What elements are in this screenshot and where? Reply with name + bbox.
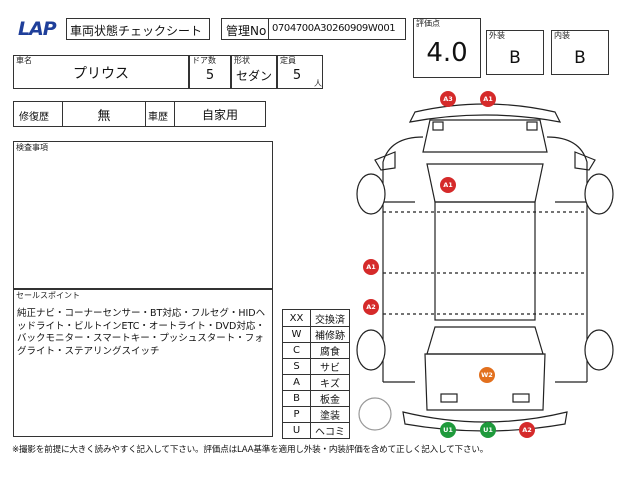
repair-value-box <box>62 101 146 127</box>
exterior-value: B <box>509 47 521 68</box>
inspection-label: 検査事項 <box>16 143 48 152</box>
capacity-label: 定員 <box>280 56 296 65</box>
legend-row: S サビ <box>283 358 349 374</box>
usage-value: 自家用 <box>201 107 238 122</box>
inspection-box <box>13 141 273 289</box>
capacity-value: 5 <box>292 67 302 83</box>
legend-desc: 腐食 <box>320 347 340 358</box>
rear-window <box>426 326 544 355</box>
sales-points-box <box>13 289 273 437</box>
legend-row: XX 交換済 <box>283 310 349 326</box>
rear-right-wheel <box>584 329 614 371</box>
legend-code: B <box>283 391 311 406</box>
front-grille <box>526 121 538 131</box>
vehicle-name: プリウス <box>73 66 129 82</box>
exterior-box <box>486 30 544 75</box>
damage-mark: A3 <box>440 91 456 107</box>
front-bumper-outline <box>408 103 562 123</box>
right-mirror <box>574 151 596 171</box>
control-label: 管理No <box>226 24 267 38</box>
control-number: 0704700A30260909W001 <box>272 23 396 34</box>
rear-lamp <box>440 393 458 403</box>
hood-outline <box>422 119 548 153</box>
legend-desc: 塗装 <box>320 411 340 422</box>
damage-mark: A2 <box>519 422 535 438</box>
trunk-outline <box>424 353 546 411</box>
control-number-box <box>268 18 406 40</box>
spare-tire <box>358 397 392 431</box>
legend-code: XX <box>283 310 311 326</box>
sales-points-label: セールスポイント <box>16 291 80 300</box>
doors-value: 5 <box>205 67 215 83</box>
sheet-title-box <box>66 18 210 40</box>
legend-desc: ヘコミ <box>315 427 345 438</box>
damage-mark: A2 <box>363 299 379 315</box>
damage-mark: A1 <box>440 177 456 193</box>
damage-mark: A1 <box>480 91 496 107</box>
interior-value: B <box>574 47 586 68</box>
score-value: 4.0 <box>426 38 468 68</box>
front-grille <box>432 121 444 131</box>
doors-label: ドア数 <box>192 56 216 65</box>
footer-note: ※撮影を前提に大きく読みやすく記入して下さい。評価点はLAA基準を適用し外装・内… <box>12 445 489 455</box>
legend-desc: 補修跡 <box>315 331 345 342</box>
front-right-wheel <box>584 173 614 215</box>
vehicle-name-label: 車名 <box>16 56 32 65</box>
shape-label: 形状 <box>234 56 250 65</box>
legend-code: W <box>283 327 311 342</box>
usage-label-box <box>145 101 175 127</box>
interior-box <box>551 30 609 75</box>
shape-value: セダン <box>235 68 272 83</box>
legend-desc: サビ <box>320 363 340 374</box>
usage-label: 車歴 <box>148 112 168 123</box>
legend-row: A キズ <box>283 374 349 390</box>
legend-row: P 塗装 <box>283 406 349 422</box>
rear-left-wheel <box>356 329 386 371</box>
legend-code: A <box>283 375 311 390</box>
car-diagram <box>356 103 614 432</box>
legend-code: S <box>283 359 311 374</box>
lap-logo: LAP <box>18 18 64 40</box>
capacity-unit: 人 <box>314 79 322 88</box>
legend-desc: 交換済 <box>315 314 345 326</box>
legend-row: B 板金 <box>283 390 349 406</box>
sheet-title: 車両状態チェックシート <box>70 24 203 38</box>
damage-mark: W2 <box>479 367 495 383</box>
legend-table: XX 交換済 W 補修跡 C 腐食 S サビ A キズ B 板金 P 塗装 U ヘコミ <box>282 309 350 439</box>
repair-value: 無 <box>97 108 111 124</box>
right-front-fender <box>546 136 588 203</box>
score-label: 評価点 <box>416 19 440 28</box>
usage-value-box <box>174 101 266 127</box>
vehicle-name-box <box>13 55 189 89</box>
damage-mark: U1 <box>480 422 496 438</box>
legend-code: U <box>283 423 311 438</box>
legend-row: W 補修跡 <box>283 326 349 342</box>
left-mirror <box>374 151 396 171</box>
sales-points-text: 純正ナビ・コーナーセンサー・BT対応・フルセグ・HIDヘッドライト・ビルトインE… <box>17 308 266 357</box>
legend-row: U ヘコミ <box>283 422 349 438</box>
score-box <box>413 18 481 78</box>
legend-desc: 板金 <box>320 395 340 406</box>
interior-label: 内装 <box>554 31 570 40</box>
legend-code: P <box>283 407 311 422</box>
left-front-fender <box>382 136 424 203</box>
repair-label-box <box>13 101 63 127</box>
front-left-wheel <box>356 173 386 215</box>
legend-code: C <box>283 343 311 358</box>
damage-mark: A1 <box>363 259 379 275</box>
shape-box <box>231 55 277 89</box>
legend-row: C 腐食 <box>283 342 349 358</box>
doors-box <box>189 55 231 89</box>
legend-desc: キズ <box>320 379 340 390</box>
exterior-label: 外装 <box>489 31 505 40</box>
repair-label: 修復歴 <box>19 112 49 123</box>
capacity-box <box>277 55 323 89</box>
lap-logo-text: LAP <box>18 18 57 40</box>
damage-mark: U1 <box>440 422 456 438</box>
rear-lamp <box>512 393 530 403</box>
roof <box>434 201 536 321</box>
